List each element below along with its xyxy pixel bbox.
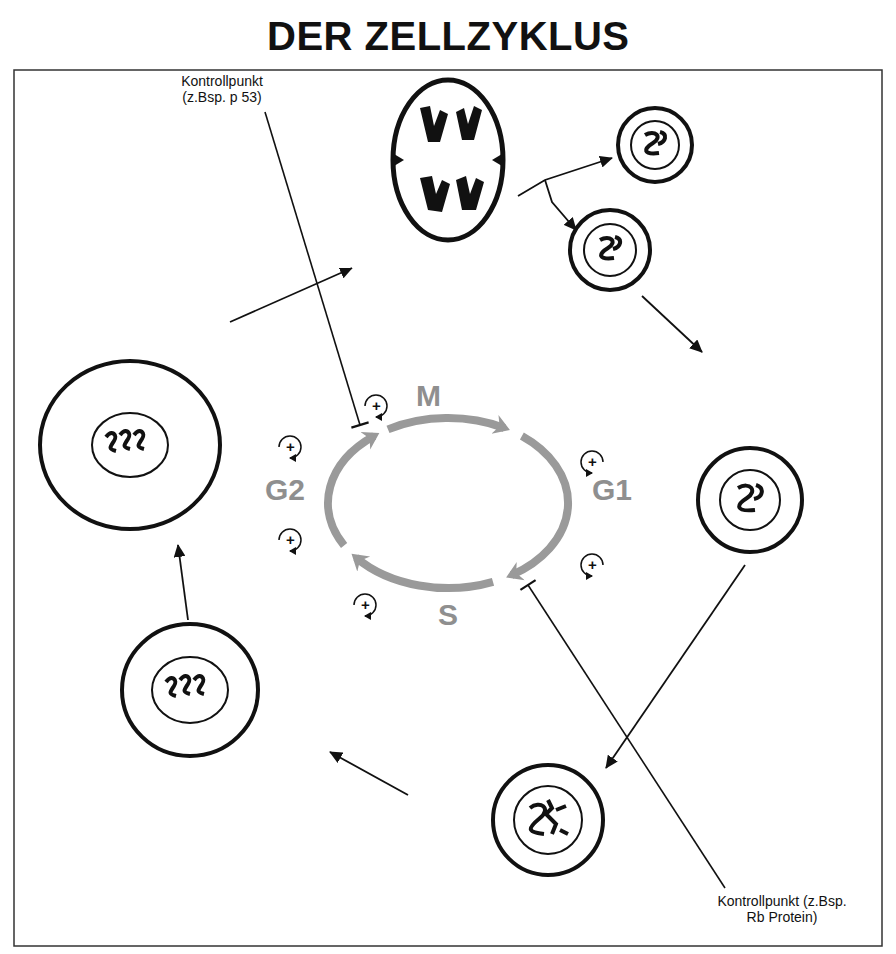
plus-sign: + bbox=[588, 453, 597, 470]
checkpoint-lines bbox=[265, 112, 725, 888]
cycle-arcs bbox=[328, 418, 568, 588]
plus-sign: + bbox=[286, 531, 295, 548]
daughter-cell bbox=[618, 108, 692, 182]
daughter-cell bbox=[570, 210, 650, 290]
plus-sign: + bbox=[588, 556, 597, 573]
g1-cell bbox=[698, 448, 802, 552]
s-phase-cell bbox=[493, 765, 603, 875]
phase-label: G1 bbox=[592, 473, 632, 508]
feedback-arcs bbox=[279, 395, 603, 616]
frame bbox=[14, 70, 882, 946]
diagram-title: DER ZELLZYKLUS bbox=[267, 13, 630, 59]
mitotic-cell bbox=[393, 80, 503, 240]
plus-sign: + bbox=[286, 438, 295, 455]
phase-label: S bbox=[438, 598, 458, 633]
plus-sign: + bbox=[372, 397, 381, 414]
checkpoint-note: Kontrollpunkt (z.Bsp. Rb Protein) bbox=[712, 893, 852, 925]
plus-sign: + bbox=[361, 596, 370, 613]
phase-label: G2 bbox=[265, 473, 305, 508]
phase-label: M bbox=[416, 379, 441, 414]
cell-arrows bbox=[178, 158, 745, 795]
g2-cell bbox=[40, 361, 220, 529]
checkpoint-note: Kontrollpunkt (z.Bsp. p 53) bbox=[167, 73, 277, 105]
g2-cell bbox=[122, 624, 258, 756]
